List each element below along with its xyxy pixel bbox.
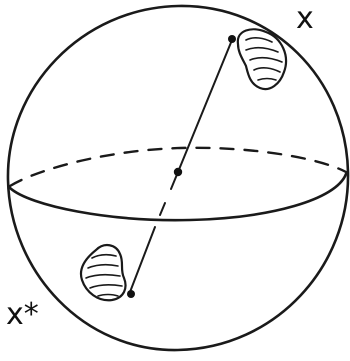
point-x-star xyxy=(127,290,135,298)
equator-front xyxy=(10,174,346,220)
center-point xyxy=(174,168,182,176)
sphere-outline xyxy=(8,6,348,350)
diameter-lower-segment xyxy=(130,172,178,292)
equator-back-dashed xyxy=(10,148,346,186)
diameter-upper-segment xyxy=(178,40,232,172)
region-near-x-star xyxy=(81,245,126,300)
point-x xyxy=(228,35,236,43)
label-x: x xyxy=(296,4,314,34)
label-x-star: x* xyxy=(6,300,39,330)
